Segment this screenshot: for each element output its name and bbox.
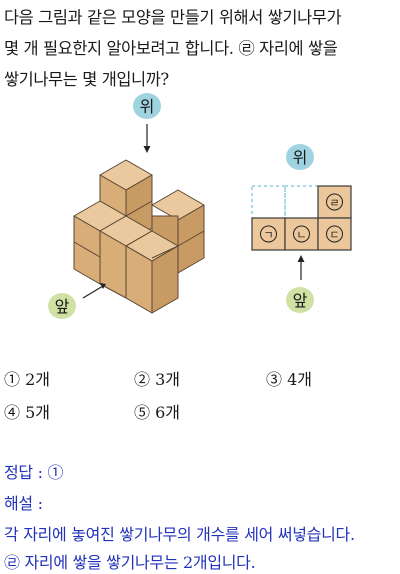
choice-4[interactable]: ④ 5개 (4, 403, 50, 423)
choice-4-text: 5개 (25, 403, 51, 422)
grid-top-label-bubble: 위 (286, 144, 314, 170)
cell-giyeok: ㄱ (260, 225, 277, 243)
top-label-bubble: 위 (133, 93, 161, 119)
front-label: 앞 (55, 297, 70, 316)
svg-text:ㄴ: ㄴ (296, 229, 306, 242)
top-label: 위 (140, 97, 155, 116)
svg-text:ㄹ: ㄹ (329, 197, 339, 210)
choice-1[interactable]: ① 2개 (4, 370, 50, 390)
top-arrow-icon (143, 124, 151, 153)
cell-digeut: ㄷ (326, 225, 343, 243)
question-line-2: 몇 개 필요한지 알아보려고 합니다. ㉣ 자리에 쌓을 (4, 39, 338, 58)
answer-label: 정답 : (4, 463, 43, 482)
choice-4-num: ④ (4, 403, 21, 422)
explain-line-1: 각 자리에 놓여진 쌓기나무의 개수를 세어 써넣습니다. (4, 525, 355, 544)
front-label-bubble: 앞 (48, 293, 76, 319)
explain-label: 해설 : (4, 494, 43, 513)
question-line-1: 다음 그림과 같은 모양을 만들기 위해서 쌓기나무가 (4, 8, 342, 27)
choice-5[interactable]: ⑤ 6개 (134, 403, 180, 423)
choice-1-text: 2개 (25, 370, 51, 389)
choice-1-num: ① (4, 370, 21, 389)
choice-2-text: 3개 (155, 370, 181, 389)
cell-nieun: ㄴ (293, 225, 310, 243)
choice-5-text: 6개 (155, 403, 181, 422)
front-arrow-icon (82, 283, 106, 299)
choice-3-num: ③ (266, 370, 283, 389)
answer-line: 정답 : ① (4, 463, 64, 483)
grid-front-label: 앞 (293, 291, 308, 310)
problem-figure: 위 앞 (48, 93, 352, 319)
choice-5-num: ⑤ (134, 403, 151, 422)
cell-rieul: ㄹ (326, 193, 343, 211)
answer-value: ① (47, 463, 64, 482)
grid-front-label-bubble: 앞 (286, 287, 314, 313)
question-text: 다음 그림과 같은 모양을 만들기 위해서 쌓기나무가 몇 개 필요한지 알아보… (4, 2, 398, 95)
grid-top-label: 위 (293, 148, 308, 167)
choice-2-num: ② (134, 370, 151, 389)
top-view-grid: ㄹ ㄱ ㄴ ㄷ (251, 185, 352, 251)
cube-stack (73, 159, 205, 314)
explain-line-2: ㉣ 자리에 쌓을 쌓기나무는 2개입니다. (4, 553, 256, 572)
svg-text:ㄷ: ㄷ (329, 229, 339, 242)
choice-2[interactable]: ② 3개 (134, 370, 180, 390)
choice-3-text: 4개 (287, 370, 313, 389)
grid-front-arrow-icon (297, 255, 305, 280)
question-line-3: 쌓기나무는 몇 개입니까? (4, 70, 169, 89)
choice-3[interactable]: ③ 4개 (266, 370, 312, 390)
svg-text:ㄱ: ㄱ (263, 229, 273, 242)
